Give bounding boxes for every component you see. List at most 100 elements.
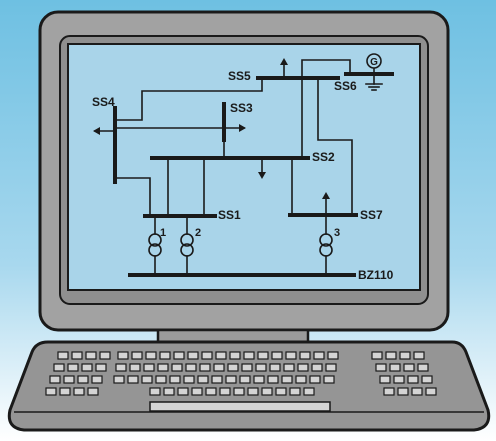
keycap	[241, 363, 253, 372]
keycap	[143, 363, 155, 372]
keycap	[397, 387, 409, 396]
keycap	[413, 351, 425, 360]
line-ss5-ss7	[317, 77, 353, 216]
keycap	[85, 351, 97, 360]
keycap	[67, 363, 79, 372]
arrow-ss5-up-head	[280, 58, 288, 65]
generator-icon	[366, 53, 382, 69]
keycap	[289, 387, 301, 396]
keycap	[127, 375, 139, 384]
arrow-ss7-up-head	[322, 192, 330, 199]
label-generator: G	[370, 57, 378, 68]
keycap	[281, 375, 293, 384]
keycap	[131, 351, 143, 360]
keycap	[211, 375, 223, 384]
transformer-2-icon-top	[180, 233, 194, 247]
keycap	[45, 387, 57, 396]
arrow-ss3-right-head	[239, 124, 246, 132]
keycap	[403, 363, 415, 372]
label-ss7: SS7	[360, 208, 383, 222]
keycap	[425, 387, 437, 396]
keycap	[229, 351, 241, 360]
keycap	[379, 375, 391, 384]
spacebar	[149, 401, 331, 412]
keycap	[327, 351, 339, 360]
keycap	[191, 387, 203, 396]
keycap	[205, 387, 217, 396]
keycap	[407, 375, 419, 384]
keyboard	[7, 340, 491, 432]
keycap	[49, 375, 61, 384]
keycap	[63, 375, 75, 384]
keycap	[53, 363, 65, 372]
keycap	[197, 375, 209, 384]
keycap	[199, 363, 211, 372]
keycap	[219, 387, 231, 396]
keycap	[257, 351, 269, 360]
keycap	[187, 351, 199, 360]
keycap	[163, 387, 175, 396]
keycap	[297, 363, 309, 372]
line-ss4-ss1	[114, 177, 151, 217]
keycap	[159, 351, 171, 360]
keycap	[267, 375, 279, 384]
keycap	[371, 351, 383, 360]
keycap	[323, 375, 335, 384]
keycap	[299, 351, 311, 360]
keycap	[87, 387, 99, 396]
keycap	[129, 363, 141, 372]
keycap	[91, 375, 103, 384]
keycap	[149, 387, 161, 396]
keycap	[325, 363, 337, 372]
keycap	[213, 363, 225, 372]
keycap	[411, 387, 423, 396]
monitor	[38, 10, 450, 352]
screen	[67, 43, 421, 291]
keycap	[303, 387, 315, 396]
label-transformer-3: 3	[334, 227, 340, 239]
keycap	[59, 387, 71, 396]
keycap	[247, 387, 259, 396]
keycap	[73, 387, 85, 396]
keycap	[393, 375, 405, 384]
keycap	[311, 363, 323, 372]
keycap	[115, 363, 127, 372]
keycap	[173, 351, 185, 360]
keycap	[99, 351, 111, 360]
label-ss5: SS5	[228, 69, 251, 83]
keycap	[385, 351, 397, 360]
keycap	[283, 363, 295, 372]
keycap	[375, 363, 387, 372]
label-ss4: SS4	[92, 95, 115, 109]
keycap	[285, 351, 297, 360]
keycap	[243, 351, 255, 360]
keycap	[157, 363, 169, 372]
keycap	[141, 375, 153, 384]
keycap	[169, 375, 181, 384]
keycap	[421, 375, 433, 384]
keycap	[399, 351, 411, 360]
keycap	[225, 375, 237, 384]
keycap	[261, 387, 273, 396]
transformer-3-icon-top	[319, 233, 333, 247]
keycap	[255, 363, 267, 372]
keycap	[275, 387, 287, 396]
keycap	[155, 375, 167, 384]
keycap	[177, 387, 189, 396]
arrow-ss4-left-head	[93, 127, 100, 135]
keycap	[227, 363, 239, 372]
transformer-1-icon-top	[148, 233, 162, 247]
line-ss4-ss5	[114, 77, 263, 121]
keycap	[309, 375, 321, 384]
line-ss5-ss6	[301, 59, 351, 79]
keycap	[71, 351, 83, 360]
label-bz110: BZ110	[358, 268, 394, 282]
keyboard-keys	[45, 351, 437, 396]
keycap	[81, 363, 93, 372]
label-ss1: SS1	[218, 208, 241, 222]
keycap	[383, 387, 395, 396]
arrow-ss2-down-head	[258, 172, 266, 179]
keycap	[271, 351, 283, 360]
keycap	[185, 363, 197, 372]
